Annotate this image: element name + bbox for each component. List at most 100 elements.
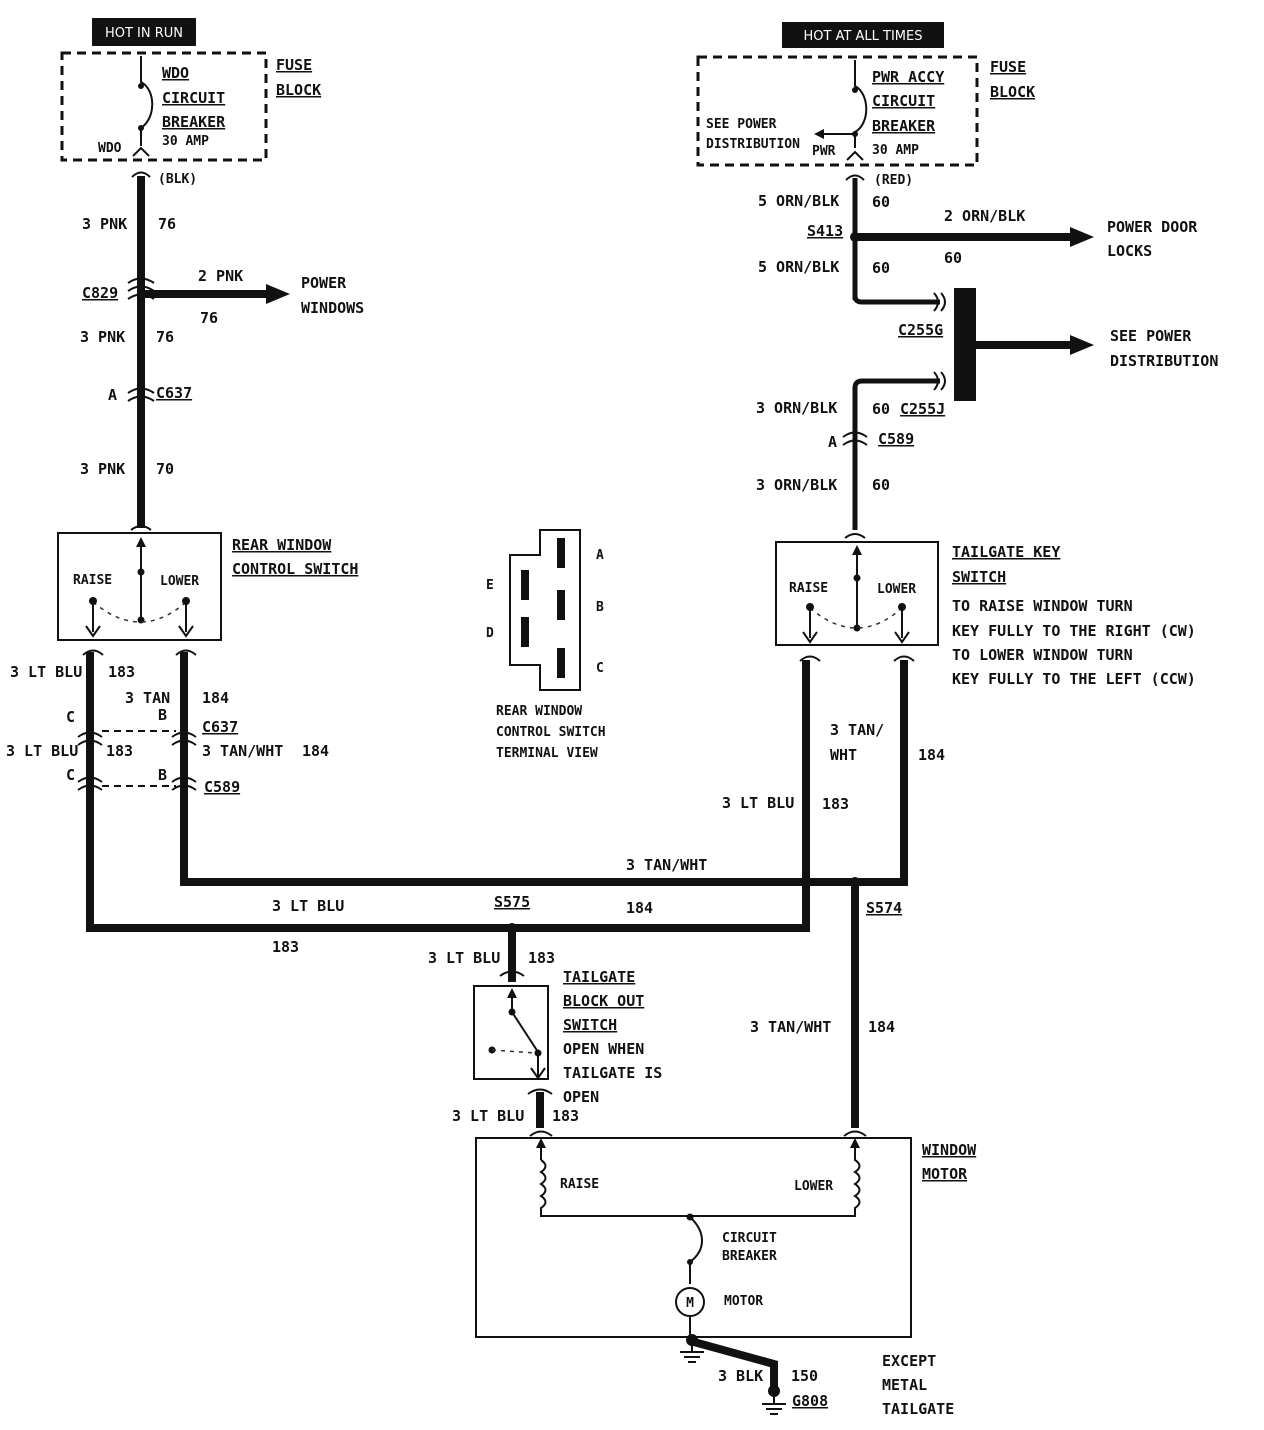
breaker-contact-bottom bbox=[138, 125, 144, 131]
c637-lower-connector-marks bbox=[77, 731, 197, 746]
wdo-terminal-mark bbox=[132, 146, 150, 157]
wdo-breaker-label-1: WDO bbox=[162, 64, 189, 82]
rear-window-control-switch-box bbox=[57, 532, 222, 641]
pnk-branch-num: 76 bbox=[200, 309, 218, 327]
pwr-connector-mark bbox=[845, 174, 865, 181]
key-tan-wht-gauge-1: 3 TAN/ bbox=[830, 721, 884, 739]
orn-branch-num: 60 bbox=[944, 249, 962, 267]
orn-gauge-3: 3 ORN/BLK bbox=[756, 399, 837, 417]
switch-input-connector bbox=[130, 525, 152, 531]
terminal-caption-1: REAR WINDOW bbox=[496, 704, 582, 719]
power-windows-arrow bbox=[266, 284, 290, 304]
c637-label: C637 bbox=[156, 384, 192, 402]
blockout-out-num: 183 bbox=[552, 1107, 579, 1125]
motor-circuit-breaker bbox=[689, 1216, 703, 1284]
ground-wire-150 bbox=[692, 1338, 778, 1388]
motor-raise-label: RAISE bbox=[560, 1177, 599, 1192]
c255g-feed-wire bbox=[852, 295, 940, 305]
wdo-wire-color: (BLK) bbox=[158, 172, 197, 187]
switch-output-arrows bbox=[85, 625, 194, 638]
tailgate-key-switch-title-2: SWITCH bbox=[952, 568, 1006, 586]
c255g-connector-mark bbox=[933, 292, 946, 312]
raise-winding-arrow bbox=[536, 1138, 546, 1148]
pnk-gauge-3: 3 PNK bbox=[80, 460, 125, 478]
c589-right-connector-mark bbox=[842, 431, 868, 446]
power-windows-label-1: POWER bbox=[301, 274, 347, 292]
key-switch-input-connector bbox=[844, 533, 866, 539]
power-windows-label-2: WINDOWS bbox=[301, 299, 364, 317]
pnk-gauge-1: 3 PNK bbox=[82, 215, 127, 233]
window-motor-title-2: MOTOR bbox=[922, 1165, 968, 1183]
lt-blu-gauge-1: 3 LT BLU bbox=[10, 663, 82, 681]
blockout-note-2: TAILGATE IS bbox=[563, 1064, 662, 1082]
motor-input-connectors bbox=[529, 1130, 867, 1137]
terminal-label-b: B bbox=[596, 600, 604, 615]
orn-gauge-1: 5 ORN/BLK bbox=[758, 192, 839, 210]
c829-label: C829 bbox=[82, 284, 118, 302]
g808-label: G808 bbox=[792, 1392, 828, 1410]
fuse-block-right bbox=[696, 55, 979, 167]
switch-common-arrow bbox=[136, 537, 146, 547]
ground-note-2: METAL bbox=[882, 1376, 927, 1394]
motor-lower-label: LOWER bbox=[794, 1179, 833, 1194]
orn-num-4: 60 bbox=[872, 476, 890, 494]
key-switch-common-arrow bbox=[852, 545, 862, 555]
key-lt-blu-gauge: 3 LT BLU bbox=[722, 794, 794, 812]
g808-ground-icon bbox=[762, 1396, 786, 1415]
switch-lower-label: LOWER bbox=[160, 574, 199, 589]
tailgate-key-switch-box bbox=[775, 541, 939, 646]
pwr-breaker-label-2: CIRCUIT bbox=[872, 92, 935, 110]
motor-feed-num: 184 bbox=[868, 1018, 895, 1036]
motor-breaker-contact bbox=[687, 1259, 693, 1265]
pnk-num-3: 70 bbox=[156, 460, 174, 478]
hot-in-run-badge bbox=[92, 18, 196, 46]
tan-gauge-1: 3 TAN bbox=[125, 689, 170, 707]
key-raise-label: RAISE bbox=[789, 581, 828, 596]
c637-pin-a: A bbox=[108, 386, 117, 404]
c637-pin-c: C bbox=[66, 708, 75, 726]
blockout-input-connector bbox=[499, 970, 525, 977]
terminal-label-c: C bbox=[596, 661, 604, 676]
wdo-breaker-label-3: BREAKER bbox=[162, 113, 226, 131]
tan-wht-num-1: 184 bbox=[302, 742, 329, 760]
g808-node bbox=[768, 1385, 780, 1397]
orn-num-1: 60 bbox=[872, 193, 890, 211]
c589-right-pin-a: A bbox=[828, 433, 837, 451]
c589-pin-c: C bbox=[66, 766, 75, 784]
blockout-out-gauge: 3 LT BLU bbox=[452, 1107, 524, 1125]
blockout-blade bbox=[511, 1011, 539, 1053]
orn-num-3: 60 bbox=[872, 400, 890, 418]
blockout-output-connector bbox=[527, 1088, 553, 1095]
switch-travel-arc bbox=[92, 601, 187, 623]
orn-gauge-4: 3 ORN/BLK bbox=[756, 476, 837, 494]
switch-common-node bbox=[137, 568, 145, 576]
ground-num: 150 bbox=[791, 1367, 818, 1385]
hot-in-run-label: HOT IN RUN bbox=[105, 26, 183, 41]
orn-gauge-2: 5 ORN/BLK bbox=[758, 258, 839, 276]
wdo-terminal-label: WDO bbox=[98, 141, 122, 156]
orn-num-2: 60 bbox=[872, 259, 890, 277]
bus-lt-blu-num: 183 bbox=[272, 938, 299, 956]
c589-pin-b: B bbox=[158, 766, 167, 784]
c255-connector-block bbox=[954, 288, 976, 401]
pwr-terminal-label: PWR bbox=[812, 144, 836, 159]
blockout-title-1: TAILGATE bbox=[563, 968, 635, 986]
pwr-breaker-label-3: BREAKER bbox=[872, 117, 936, 135]
hot-at-all-times-label: HOT AT ALL TIMES bbox=[803, 29, 922, 44]
wdo-connector-mark bbox=[131, 171, 151, 178]
blockout-in-gauge: 3 LT BLU bbox=[428, 949, 500, 967]
key-lower-label: LOWER bbox=[877, 582, 916, 597]
motor-breaker-label-1: CIRCUIT bbox=[722, 1231, 777, 1246]
pwr-see-label-1: SEE POWER bbox=[706, 117, 777, 132]
fuse-block-right-label-2: BLOCK bbox=[990, 83, 1035, 101]
fuse-block-left-label-1: FUSE bbox=[276, 56, 312, 74]
tan-num-1: 184 bbox=[202, 689, 229, 707]
pnk-num-2: 76 bbox=[156, 328, 174, 346]
pwr-terminal-mark bbox=[846, 150, 864, 161]
lt-blu-gauge-2: 3 LT BLU bbox=[6, 742, 78, 760]
c637-connector-mark bbox=[127, 387, 155, 402]
blockout-open-link bbox=[491, 1049, 537, 1054]
window-motor-title-1: WINDOW bbox=[922, 1141, 977, 1159]
pwr-distribution-arrow bbox=[814, 129, 824, 139]
